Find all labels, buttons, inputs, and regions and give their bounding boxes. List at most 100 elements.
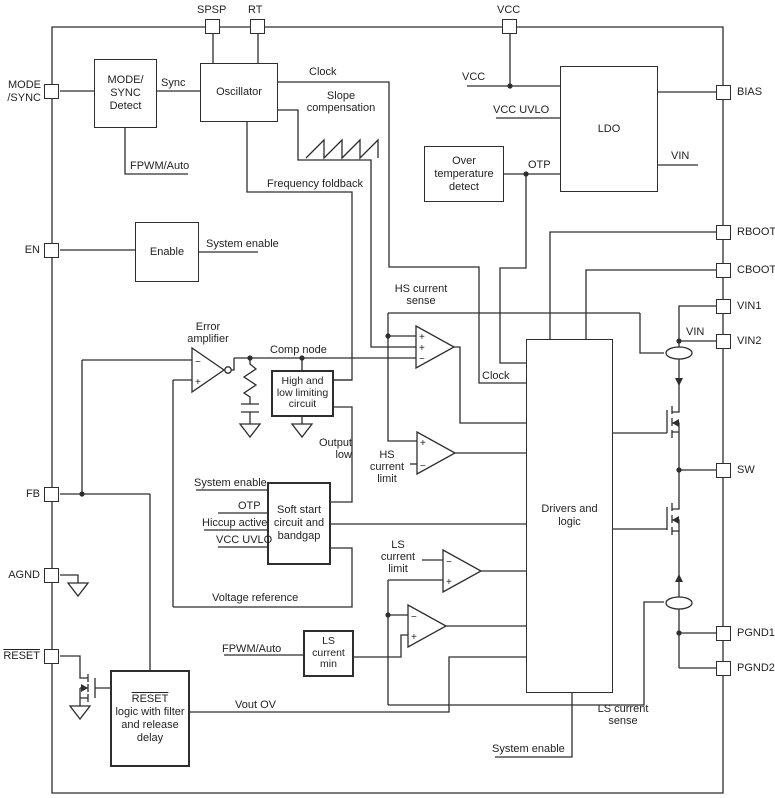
label-otp-2: OTP <box>238 500 261 512</box>
block-drivers-logic-label: Drivers and logic <box>541 503 598 528</box>
ls-fet-gate <box>613 503 673 535</box>
pin-vcc <box>502 19 517 34</box>
label-error-amplifier: Error amplifier <box>187 321 229 345</box>
label-slope-compensation: Slope compensation <box>306 90 376 114</box>
power-rail-ls <box>672 470 716 669</box>
label-comp-node: Comp node <box>270 344 327 356</box>
block-enable: Enable <box>135 222 199 282</box>
wire-ls-min-plus <box>354 634 408 658</box>
pin-label-pgnd2: PGND2 <box>737 662 775 674</box>
ground-agnd <box>66 582 90 598</box>
label-vin-node: VIN <box>686 326 705 338</box>
label-fpwm-auto-2: FPWM/Auto <box>222 643 282 655</box>
hs-fet-body-arrow <box>672 419 679 427</box>
pin-label-fb: FB <box>25 488 40 500</box>
pin-label-rboot: RBOOT <box>737 226 775 238</box>
block-reset-logic: RESET logic with filter and release dela… <box>110 670 190 767</box>
block-high-low-limiting-label: High and low limiting circuit <box>276 375 329 411</box>
error-amp-plus-sign: + <box>195 377 201 388</box>
wire-agnd <box>60 574 79 583</box>
ls-min-plus-sign: + <box>411 632 417 643</box>
wire-error-amp-out <box>231 358 235 371</box>
hs-limit-comparator <box>416 430 457 476</box>
block-ldo: LDO <box>560 66 658 192</box>
error-amp-minus-sign: − <box>195 357 201 368</box>
pwm-minus-sign: − <box>419 354 425 365</box>
wire-output-low <box>331 406 353 503</box>
wire-slope <box>278 109 416 348</box>
comparator-signs: + + − + − − + − + − + <box>195 332 452 643</box>
block-mode-sync-detect-label: MODE/ SYNC Detect <box>107 74 144 112</box>
label-ls-current-sense: LS current sense <box>597 703 649 727</box>
wire-hs-current-sense <box>387 312 664 442</box>
pin-label-pgnd1: PGND1 <box>737 627 775 639</box>
ls-limit-comparator <box>442 548 483 594</box>
pin-mode-sync <box>44 84 59 99</box>
wire-voltage-reference <box>173 547 353 608</box>
pin-label-mode: MODE <box>8 79 41 91</box>
hs-limit-plus-sign: + <box>420 438 426 449</box>
block-mode-sync-detect: MODE/ SYNC Detect <box>94 59 157 128</box>
label-ls-current-limit: LS current limit <box>380 539 416 575</box>
wire-frequency-foldback <box>246 122 353 381</box>
ls-min-comparator <box>407 603 448 649</box>
pin-agnd <box>44 568 59 583</box>
block-ldo-label: LDO <box>597 122 621 135</box>
wire-vin1 <box>678 305 716 341</box>
arrow-down-hs <box>675 378 683 386</box>
error-amp-triangle <box>191 346 226 394</box>
pwm-plus1-sign: + <box>419 332 425 343</box>
pin-label-sw: SW <box>737 464 755 476</box>
block-ls-current-min-label: LS current min <box>312 635 345 671</box>
pin-en <box>44 243 59 258</box>
pin-sw <box>716 463 731 478</box>
pin-cboot <box>716 263 731 278</box>
wire-clock <box>278 81 526 384</box>
label-hiccup-active: Hiccup active <box>202 517 268 529</box>
hs-limit-minus-sign: − <box>420 461 426 472</box>
pin-pgnd1 <box>716 626 731 641</box>
pin-vin2 <box>716 334 731 349</box>
block-soft-start-label: Soft start circuit and bandgap <box>273 504 325 542</box>
wire-pwm-out <box>454 346 526 424</box>
pin-reset <box>44 649 59 664</box>
label-hs-current-sense: HS current sense <box>394 283 448 307</box>
block-reset-logic-title: RESET <box>131 692 169 705</box>
ls-min-minus-sign: − <box>411 612 417 623</box>
pin-rt <box>250 19 265 34</box>
slope-sawtooth <box>305 138 379 160</box>
block-ls-current-min: LS current min <box>303 630 354 677</box>
wire-reset-pin <box>60 655 88 679</box>
pin-fb <box>44 487 59 502</box>
pin-pgnd2 <box>716 661 731 676</box>
ls-limit-plus-sign: + <box>446 577 452 588</box>
block-oscillator-label: Oscillator <box>216 86 262 98</box>
chip-border <box>51 26 724 794</box>
comp-rc <box>241 358 259 424</box>
pin-label-agnd: AGND <box>8 569 40 581</box>
label-system-enable-3: System enable <box>492 743 565 755</box>
block-soft-start: Soft start circuit and bandgap <box>267 482 331 565</box>
label-hs-current-limit: HS current limit <box>369 449 405 485</box>
label-clock-1: Clock <box>309 66 337 78</box>
ground-hll <box>290 423 314 439</box>
wire-vout-ov <box>190 656 526 713</box>
pin-label-spsp: SPSP <box>197 4 227 16</box>
sense-symbols <box>81 346 693 692</box>
block-enable-label: Enable <box>149 245 185 258</box>
pin-label-vin2: VIN2 <box>737 335 762 347</box>
wire-ls-current-sense <box>388 601 664 706</box>
block-over-temperature-detect: Over temperature detect <box>424 146 504 202</box>
power-rail-hs <box>672 341 680 470</box>
label-otp-1: OTP <box>528 159 551 171</box>
block-over-temperature-label: Over temperature detect <box>434 154 494 193</box>
label-frequency-foldback: Frequency foldback <box>267 178 363 190</box>
label-vcc-uvlo-1: VCC UVLO <box>493 104 550 116</box>
block-reset-logic-rest: logic with filter and release delay <box>115 705 185 744</box>
wire-vref-to-plus <box>172 379 192 607</box>
pin-label-rt: RT <box>248 4 263 16</box>
label-fpwm-auto-1: FPWM/Auto <box>130 160 190 172</box>
pwm-plus2-sign: + <box>419 343 425 354</box>
